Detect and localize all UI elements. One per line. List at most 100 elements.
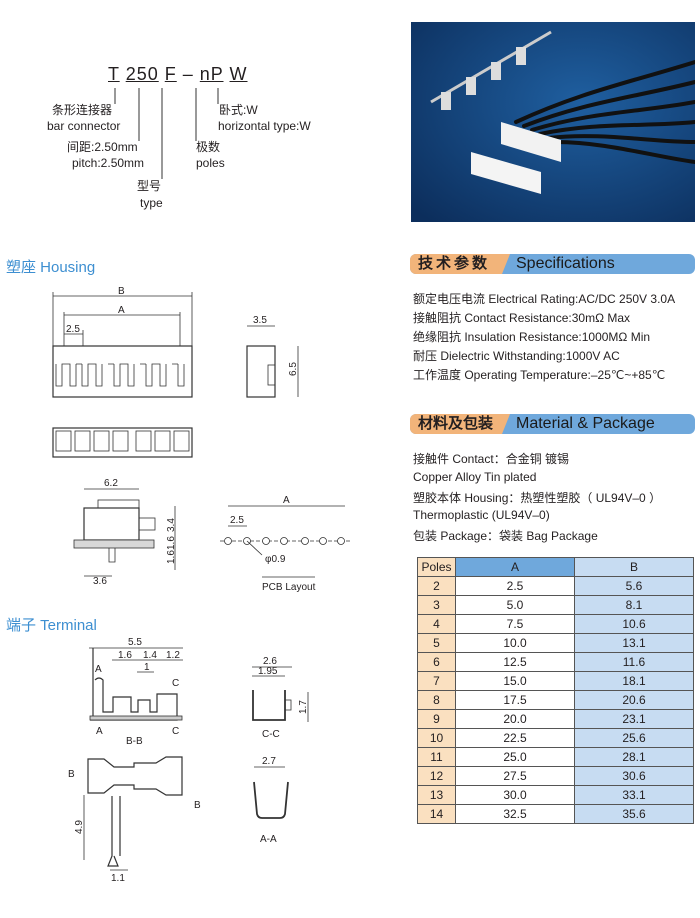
specifications-title-en: Specifications	[516, 255, 615, 272]
section-c-bottom: C	[172, 726, 179, 737]
term-dim-length: 5.5	[128, 637, 142, 648]
cell-a: 25.0	[455, 747, 575, 767]
cell-poles: 6	[417, 652, 456, 672]
cell-poles: 12	[417, 766, 456, 786]
dim-width: 3.5	[253, 315, 267, 326]
pitch-en: pitch:2.50mm	[72, 156, 145, 170]
section-a-bottom: A	[96, 726, 103, 737]
term-dim-4: 1	[144, 662, 150, 673]
cell-a: 22.5	[455, 728, 575, 748]
dim-pitch: 2.5	[66, 324, 80, 335]
cell-poles: 3	[417, 595, 456, 615]
cell-a: 17.5	[455, 690, 575, 710]
dim-a: A	[118, 305, 125, 316]
cell-poles: 2	[417, 576, 456, 596]
table-header-row: Poles A B	[417, 557, 694, 577]
cell-a: 20.0	[455, 709, 575, 729]
section-b-right: B	[194, 800, 201, 811]
dim-h1: 3.4	[166, 518, 177, 532]
orientation-en: horizontal type:W	[218, 119, 311, 133]
aa-label: A-A	[260, 834, 277, 845]
material-housing-en: Thermoplastic (UL94V–0)	[413, 508, 550, 522]
cell-poles: 9	[417, 709, 456, 729]
cc-dim-width: 2.6	[263, 656, 277, 667]
cell-b: 13.1	[574, 633, 694, 653]
pcb-layout-label: PCB Layout	[262, 582, 316, 593]
section-b-left: B	[68, 769, 75, 780]
dim-h3: 1.6	[166, 550, 177, 564]
spec-rating: 额定电压电流 Electrical Rating:AC/DC 250V 3.0A	[413, 292, 676, 306]
cell-a: 27.5	[455, 766, 575, 786]
spec-insulation: 绝缘阻抗 Insulation Resistance:1000MΩ Min	[413, 330, 651, 344]
part-number-leaders	[114, 88, 219, 179]
terminal-heading: 端子 Terminal	[6, 617, 97, 634]
cell-poles: 10	[417, 728, 456, 748]
cell-b: 25.6	[574, 728, 694, 748]
orientation-cn: 卧式:W	[219, 103, 258, 117]
cell-poles: 4	[417, 614, 456, 634]
cell-b: 33.1	[574, 785, 694, 805]
spec-temperature: 工作温度 Operating Temperature:–25℃~+85℃	[413, 368, 666, 382]
cc-dim-height: 1.7	[298, 700, 309, 714]
header-a: A	[455, 557, 575, 577]
cell-b: 20.6	[574, 690, 694, 710]
specifications-title-cn: 技术参数	[410, 254, 510, 274]
header-b: B	[574, 557, 694, 577]
material-contact: 接触件 Contact：合金铜 镀锡	[413, 452, 570, 466]
cell-b: 23.1	[574, 709, 694, 729]
cell-poles: 5	[417, 633, 456, 653]
pcb-hole: φ0.9	[265, 554, 286, 565]
cell-b: 35.6	[574, 804, 694, 824]
cell-b: 30.6	[574, 766, 694, 786]
pitch-cn: 间距:2.50mm	[67, 140, 138, 154]
section-c-top: C	[172, 678, 179, 689]
cell-a: 2.5	[455, 576, 575, 596]
term-dim-3: 1.2	[166, 650, 180, 661]
spec-dielectric: 耐压 Dielectric Withstanding:1000V AC	[413, 349, 620, 363]
product-photo	[411, 22, 695, 222]
material-contact-en: Copper Alloy Tin plated	[413, 470, 537, 484]
material-title-cn: 材料及包装	[410, 414, 510, 434]
cell-a: 7.5	[455, 614, 575, 634]
term-dim-2: 1.4	[143, 650, 157, 661]
pn-dash: –	[182, 64, 194, 84]
cell-a: 30.0	[455, 785, 575, 805]
term-dim-1: 1.6	[118, 650, 132, 661]
cell-a: 10.0	[455, 633, 575, 653]
pn-orientation: W	[229, 64, 248, 84]
cell-a: 12.5	[455, 652, 575, 672]
material-package: 包装 Package：袋装 Bag Package	[413, 529, 598, 543]
pn-pitch: 250	[125, 64, 159, 84]
cell-poles: 8	[417, 690, 456, 710]
cell-b: 8.1	[574, 595, 694, 615]
cell-a: 15.0	[455, 671, 575, 691]
terminal-drawing: 5.5 1.6 1.4 1.2 1 A A C C B-B C-C 2.6 1.…	[68, 637, 309, 884]
tab-width: 1.1	[111, 873, 125, 884]
cell-b: 5.6	[574, 576, 694, 596]
bar-connector-en: bar connector	[47, 119, 121, 133]
pn-poles: nP	[199, 64, 224, 84]
pn-type: F	[164, 64, 177, 84]
pcb-dim-pitch: 2.5	[230, 515, 244, 526]
specifications-header: 技术参数 Specifications	[410, 254, 695, 274]
type-cn: 型号	[137, 179, 162, 193]
type-en: type	[140, 196, 163, 210]
poles-en: poles	[196, 156, 225, 170]
material-header: 材料及包装 Material & Package	[410, 414, 695, 434]
spec-contact-resistance: 接触阻抗 Contact Resistance:30mΩ Max	[413, 311, 631, 325]
aa-dim-width: 2.7	[262, 756, 276, 767]
pcb-dim-a: A	[283, 495, 290, 506]
header-poles: Poles	[417, 557, 456, 577]
cc-dim-inner: 1.95	[258, 666, 278, 677]
cell-b: 28.1	[574, 747, 694, 767]
dim-height: 6.5	[288, 362, 299, 376]
dim-h2: 1.6	[166, 536, 177, 550]
